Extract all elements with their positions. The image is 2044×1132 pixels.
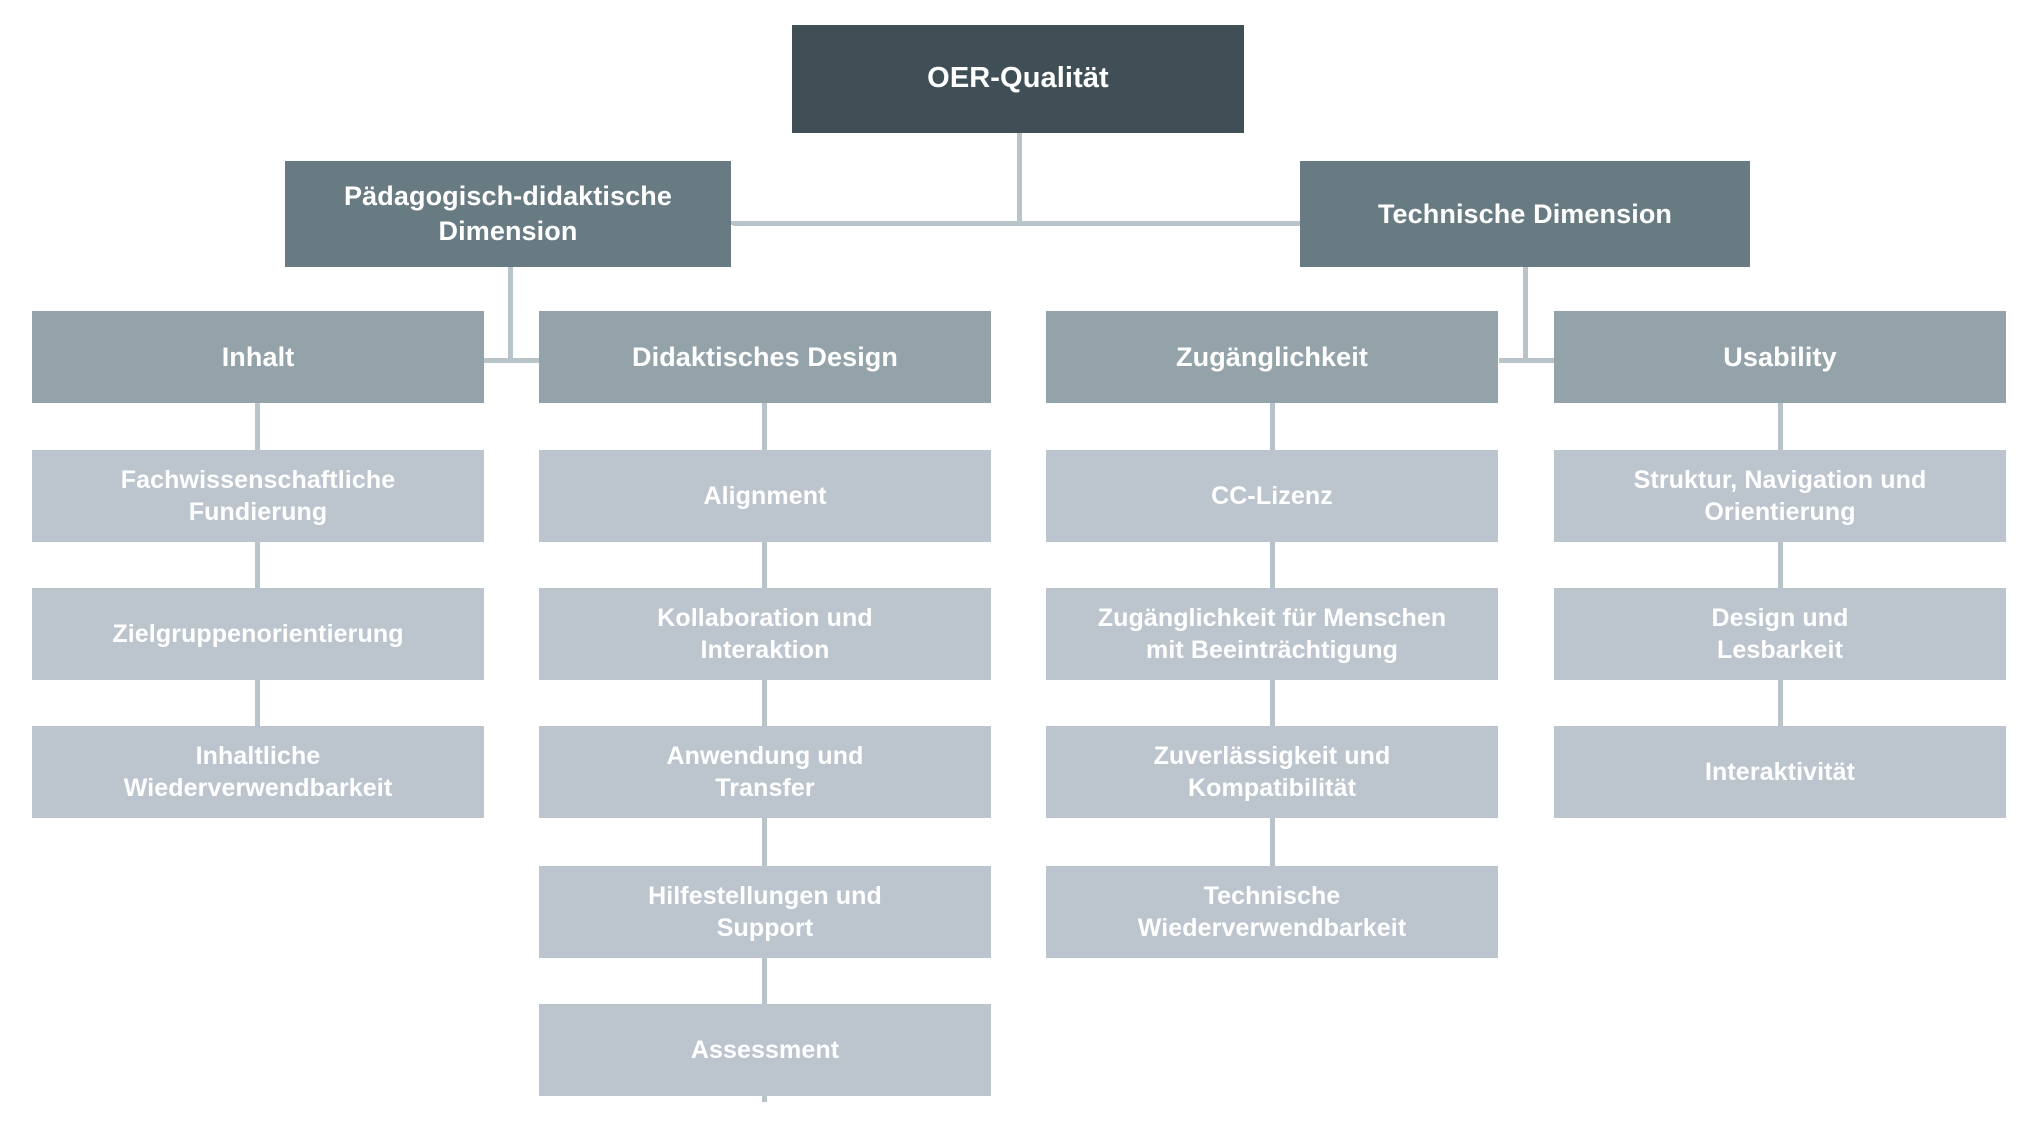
node-label: Technische Wiederverwendbarkeit bbox=[1137, 882, 1407, 942]
node-dimension-paedagogisch-didaktisch[interactable]: Pädagogisch-didaktische Dimension bbox=[285, 161, 731, 267]
connector-dimension-right-down bbox=[1523, 267, 1528, 363]
node-criterion-inhaltliche-wiederverwendbarkeit[interactable]: Inhaltliche Wiederverwendbarkeit bbox=[32, 726, 484, 818]
node-label: Zugänglichkeit bbox=[1176, 341, 1368, 372]
node-category-didaktisches-design[interactable]: Didaktisches Design bbox=[539, 311, 991, 403]
node-category-usability[interactable]: Usability bbox=[1554, 311, 2006, 403]
node-label: Inhaltliche Wiederverwendbarkeit bbox=[123, 742, 393, 802]
connector-dimension-left-riser bbox=[731, 221, 736, 225]
node-label: Hilfestellungen und Support bbox=[648, 882, 882, 942]
node-criterion-cc-lizenz[interactable]: CC-Lizenz bbox=[1046, 450, 1498, 542]
node-label: Inhalt bbox=[221, 341, 295, 372]
node-label: Fachwissenschaftliche Fundierung bbox=[120, 466, 396, 526]
node-label: OER-Qualität bbox=[927, 62, 1109, 95]
node-label: Pädagogisch-didaktische Dimension bbox=[344, 181, 672, 246]
node-criterion-fachwissenschaftliche-fundierung[interactable]: Fachwissenschaftliche Fundierung bbox=[32, 450, 484, 542]
connector-spine-dimensions bbox=[733, 221, 1303, 226]
node-criterion-interaktivitaet[interactable]: Interaktivität bbox=[1554, 726, 2006, 818]
node-criterion-zielgruppenorientierung[interactable]: Zielgruppenorientierung bbox=[32, 588, 484, 680]
node-criterion-anwendung-und-transfer[interactable]: Anwendung und Transfer bbox=[539, 726, 991, 818]
connector-bridge-left-categories bbox=[484, 358, 540, 363]
node-label: Interaktivität bbox=[1704, 758, 1856, 786]
node-criterion-design-und-lesbarkeit[interactable]: Design und Lesbarkeit bbox=[1554, 588, 2006, 680]
connector-column-3 bbox=[1270, 402, 1275, 958]
node-criterion-alignment[interactable]: Alignment bbox=[539, 450, 991, 542]
node-criterion-kollaboration-und-interaktion[interactable]: Kollaboration und Interaktion bbox=[539, 588, 991, 680]
node-label: Zugänglichkeit für Menschen mit Beeinträ… bbox=[1097, 604, 1447, 664]
node-criterion-assessment[interactable]: Assessment bbox=[539, 1004, 991, 1096]
node-category-zugaenglichkeit[interactable]: Zugänglichkeit bbox=[1046, 311, 1498, 403]
node-label: Anwendung und Transfer bbox=[666, 742, 864, 802]
node-criterion-struktur-navigation-orientierung[interactable]: Struktur, Navigation und Orientierung bbox=[1554, 450, 2006, 542]
connector-root-down bbox=[1017, 133, 1022, 225]
node-criterion-zugaenglichkeit-beeintraechtigung[interactable]: Zugänglichkeit für Menschen mit Beeinträ… bbox=[1046, 588, 1498, 680]
node-dimension-technisch[interactable]: Technische Dimension bbox=[1300, 161, 1750, 267]
node-label: Didaktisches Design bbox=[632, 341, 898, 372]
node-label: Usability bbox=[1723, 341, 1837, 372]
node-label: Zielgruppenorientierung bbox=[112, 620, 404, 648]
connector-bridge-right-categories bbox=[1499, 358, 1555, 363]
node-label: Kollaboration und Interaktion bbox=[657, 604, 873, 664]
node-root-oer-qualitaet[interactable]: OER-Qualität bbox=[792, 25, 1244, 133]
node-label: Assessment bbox=[690, 1036, 840, 1064]
node-label: Struktur, Navigation und Orientierung bbox=[1633, 466, 1927, 526]
node-criterion-zuverlaessigkeit-und-kompatibilitaet[interactable]: Zuverlässigkeit und Kompatibilität bbox=[1046, 726, 1498, 818]
node-label: CC-Lizenz bbox=[1211, 482, 1333, 510]
node-category-inhalt[interactable]: Inhalt bbox=[32, 311, 484, 403]
node-criterion-hilfestellungen-und-support[interactable]: Hilfestellungen und Support bbox=[539, 866, 991, 958]
node-criterion-technische-wiederverwendbarkeit[interactable]: Technische Wiederverwendbarkeit bbox=[1046, 866, 1498, 958]
connector-dimension-left-down bbox=[508, 267, 513, 363]
node-label: Design und Lesbarkeit bbox=[1711, 604, 1849, 664]
node-label: Technische Dimension bbox=[1377, 198, 1673, 229]
node-label: Alignment bbox=[703, 482, 827, 510]
node-label: Zuverlässigkeit und Kompatibilität bbox=[1153, 742, 1391, 802]
